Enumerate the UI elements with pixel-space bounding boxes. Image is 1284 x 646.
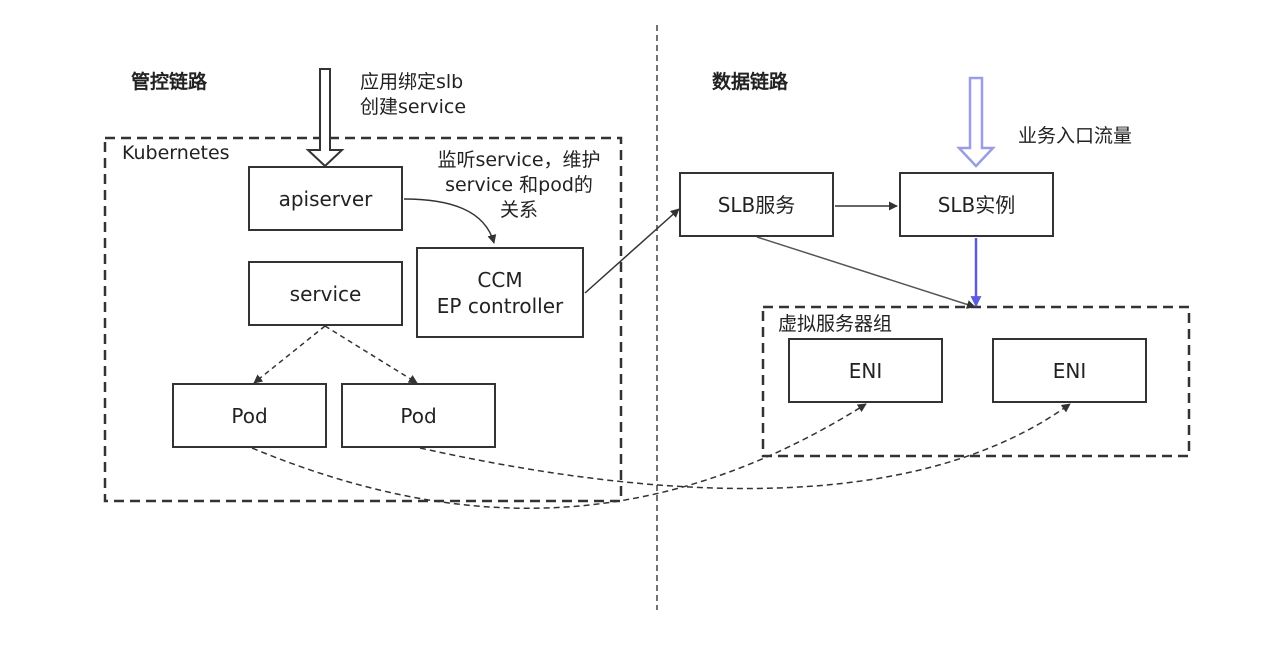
eni-node-left: ENI — [788, 338, 943, 403]
vserver-group-label: 虚拟服务器组 — [778, 313, 893, 335]
slb-service-node: SLB服务 — [679, 172, 834, 237]
eni-right-label: ENI — [1052, 358, 1087, 383]
kubernetes-group-label: Kubernetes — [122, 142, 230, 164]
kubernetes-group-border — [103, 136, 623, 503]
ccm-label-line-1: CCM — [477, 267, 523, 292]
slb-instance-label: SLB实例 — [937, 192, 1016, 217]
service-to-pod-right-connector — [324, 325, 418, 384]
pod-right-label: Pod — [400, 403, 437, 428]
bind-slb-line-1: 应用绑定slb — [360, 71, 464, 93]
create-service-arrow — [305, 68, 345, 168]
apiserver-node: apiserver — [248, 166, 403, 231]
watch-annotation: 监听service，维护 service 和pod的 关系 — [414, 148, 624, 223]
watch-connector — [403, 198, 497, 244]
watch-line-3: 关系 — [499, 199, 538, 221]
service-label: service — [289, 281, 362, 306]
pod-node-right: Pod — [341, 383, 496, 448]
slb-service-to-vserver-group-connector — [756, 236, 976, 309]
ccm-node: CCM EP controller — [416, 247, 584, 338]
service-node: service — [248, 261, 403, 326]
business-traffic-arrow — [956, 76, 996, 168]
eni-node-right: ENI — [992, 338, 1147, 403]
pod-node-left: Pod — [172, 383, 327, 448]
business-traffic-label: 业务入口流量 — [1018, 125, 1133, 147]
slb-service-label: SLB服务 — [717, 192, 796, 217]
slb-instance-node: SLB实例 — [899, 172, 1054, 237]
ccm-to-slb-service-connector — [584, 208, 680, 294]
ccm-label-line-2: EP controller — [436, 293, 564, 318]
pod-right-to-eni-right-connector — [419, 403, 1071, 490]
service-to-pod-left-connector — [253, 325, 326, 384]
bind-slb-line-2: 创建service — [360, 96, 467, 118]
eni-left-label: ENI — [848, 358, 883, 383]
bind-slb-annotation: 应用绑定slb 创建service — [360, 70, 466, 120]
data-plane-title: 数据链路 — [712, 71, 789, 93]
watch-line-1: 监听service，维护 — [437, 149, 601, 171]
watch-line-2: service 和pod的 — [445, 174, 593, 196]
apiserver-label: apiserver — [278, 186, 373, 211]
pod-left-label: Pod — [231, 403, 268, 428]
control-plane-title: 管控链路 — [131, 71, 208, 93]
